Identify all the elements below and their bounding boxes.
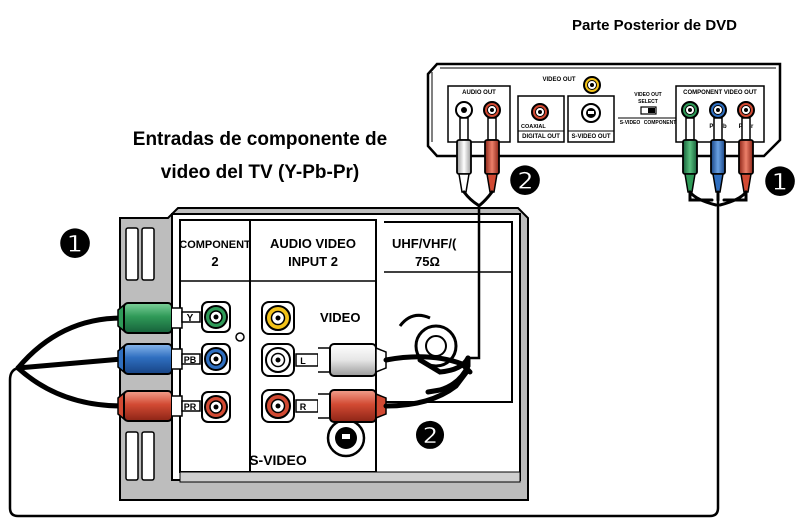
tv-audio-video-label-2: INPUT 2 <box>288 254 338 269</box>
tv-uhf-label-2: 75Ω <box>415 254 440 269</box>
dvd-coaxial-label: COAXIAL <box>521 124 546 130</box>
tv-component-label-1: COMPONENT <box>179 239 251 251</box>
dvd-component-plugs <box>682 117 754 193</box>
component-cable <box>8 190 748 518</box>
tv-uhf-label-1: UHF/VHF/( <box>392 236 457 251</box>
tv-av-jacks <box>261 301 366 458</box>
tv-pb-label: PB <box>184 355 197 365</box>
dvd-video-out-select-line1: VIDEO OUT <box>634 92 662 98</box>
tv-video-label: VIDEO <box>320 310 360 325</box>
tv-pr-label: PR <box>184 402 197 412</box>
dvd-video-out-select-line2: SELECT <box>638 99 658 105</box>
tv-svideo-label: S-VIDEO <box>249 452 307 468</box>
dvd-rear-title: Parte Posterior de DVD <box>572 17 737 34</box>
callout-1-tv: ❶ <box>58 224 92 266</box>
dvd-component-out-label: COMPONENT VIDEO OUT <box>683 90 757 96</box>
callout-2-tv: ❷ <box>414 415 446 456</box>
tv-audio-plugs <box>295 343 387 423</box>
tv-l-label: L <box>300 356 306 366</box>
dvd-audio-out-label: AUDIO OUT <box>462 90 496 96</box>
dvd-rear-panel: AUDIO OUT L R VIDEO OUT COAXIAL DIGITAL … <box>426 62 782 158</box>
tv-audio-cable-leads <box>383 354 473 409</box>
tv-component-cable-branches <box>15 315 125 409</box>
tv-r-label: R <box>300 402 307 412</box>
dvd-video-out-label: VIDEO OUT <box>542 77 575 83</box>
tv-component-plugs <box>117 302 201 422</box>
tv-component-jacks <box>201 301 245 423</box>
callout-1-dvd: ❶ <box>763 162 797 204</box>
dvd-audio-plugs <box>456 117 500 193</box>
dvd-digital-out-label: DIGITAL OUT <box>522 134 560 140</box>
tv-inputs-title-line2: video del TV (Y-Pb-Pr) <box>161 162 359 183</box>
tv-y-label: Y <box>187 313 194 324</box>
tv-audio-video-label-1: AUDIO VIDEO <box>270 236 356 251</box>
dvd-select-svideo-label: S-VIDEO <box>620 120 641 126</box>
dvd-svideo-out-label: S-VIDEO OUT <box>571 134 610 140</box>
callout-2-dvd: ❷ <box>508 161 542 203</box>
tv-component-label-2: 2 <box>211 254 218 269</box>
tv-inputs-title-line1: Entradas de componente de <box>133 129 387 150</box>
dvd-select-component-label: COMPONENT <box>644 120 677 126</box>
